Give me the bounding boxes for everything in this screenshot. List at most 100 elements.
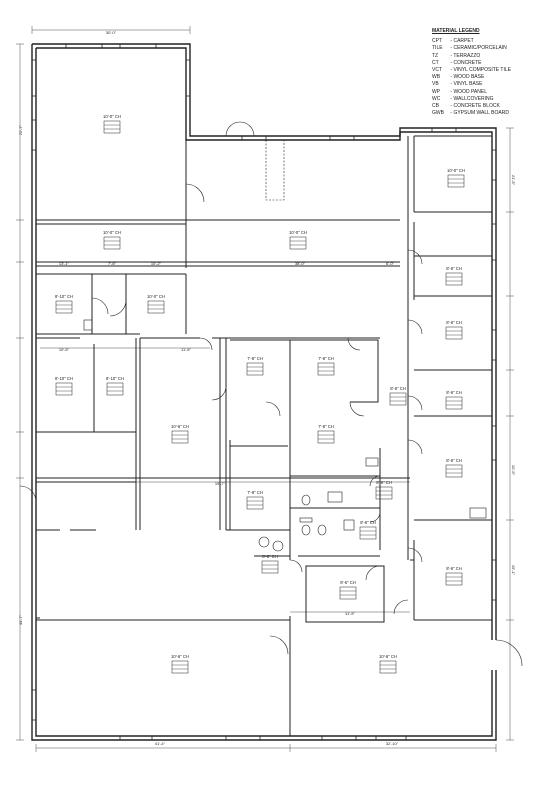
room-tag: 8'-10" CH <box>55 294 73 314</box>
legend-row: VCT - VINYL COMPOSITE TILE <box>432 67 536 74</box>
dim-label: 11'-9" <box>345 611 355 616</box>
dim-label: 38'-0" <box>295 261 306 266</box>
legend-separator: - <box>449 74 454 81</box>
finish-tag-box <box>106 382 124 396</box>
legend-desc: WOOD PANEL <box>453 88 487 95</box>
legend-separator: - <box>449 103 454 110</box>
legend-code: TILE <box>432 45 443 52</box>
legend-row: GWB - GYPSUM WALL BOARD <box>432 110 536 117</box>
finish-tag-box <box>389 392 407 406</box>
ceiling-height-label: 10'-0" CH <box>147 294 165 299</box>
legend-code: CT <box>432 59 439 66</box>
room-tag: 8'-6" CH <box>445 320 463 340</box>
dim-label: 30'-0" <box>106 30 117 35</box>
legend-separator: - <box>449 45 454 52</box>
room-tag: 7'-8" CH <box>317 356 335 376</box>
legend-row: WC - WALLCOVERING <box>432 96 536 103</box>
legend-row: WP - WOOD PANEL <box>432 89 536 96</box>
legend-title: MATERIAL LEGEND <box>432 28 480 34</box>
room-tag: 7'-8" CH <box>246 490 264 510</box>
ceiling-height-label: 7'-8" CH <box>247 490 263 495</box>
legend-separator: - <box>449 67 454 74</box>
finish-tag-box <box>289 236 307 250</box>
legend-row: VB - VINYL BASE <box>432 81 536 88</box>
dim-label: 10'-5" <box>511 465 516 476</box>
room-tag: 8'-6" CH <box>445 266 463 286</box>
finish-tag-box <box>359 526 377 540</box>
dim-label: 6'-0" <box>386 261 395 266</box>
room-tag: 7'-8" CH <box>317 424 335 444</box>
ceiling-height-label: 8'-6" CH <box>262 554 278 559</box>
finish-tag-box <box>246 496 264 510</box>
legend-desc: WALLCOVERING <box>453 95 494 102</box>
finish-tag-box <box>375 486 393 500</box>
finish-tag-box <box>339 586 357 600</box>
finish-tag-box <box>261 560 279 574</box>
windows <box>32 44 496 740</box>
legend-code: TZ <box>432 52 439 59</box>
legend-desc: WOOD BASE <box>453 74 485 81</box>
finish-tag-box <box>445 464 463 478</box>
room-tag: 10'-0" CH <box>103 230 121 250</box>
ceiling-height-label: 8'-6" CH <box>376 480 392 485</box>
legend-separator: - <box>449 110 454 117</box>
finish-tag-box <box>147 300 165 314</box>
legend-row: WB - WOOD BASE <box>432 74 536 81</box>
ceiling-height-label: 10'-6" CH <box>171 424 189 429</box>
finish-tag-box <box>445 572 463 586</box>
dim-label: 11'-5" <box>181 347 191 352</box>
finish-tag-box <box>55 382 73 396</box>
legend-desc: GYPSUM WALL BOARD <box>453 110 509 117</box>
ceiling-height-label: 8'-6" CH <box>446 320 462 325</box>
ceiling-height-label: 10'-0" CH <box>447 168 465 173</box>
legend-desc: TERRAZZO <box>453 52 481 59</box>
legend-separator: - <box>449 88 454 95</box>
legend-desc: CONCRETE <box>453 59 482 66</box>
legend-code: CPT <box>432 38 442 45</box>
room-tag: 7'-8" CH <box>246 356 264 376</box>
dim-label: 22'-7" <box>18 124 23 135</box>
ceiling-height-label: 8'-10" CH <box>55 376 73 381</box>
legend-code: WB <box>432 74 441 81</box>
dim-label: 44'-7" <box>18 614 23 625</box>
legend-desc: CERAMIC/PORCELAIN <box>453 45 507 52</box>
room-tag: 10'-6" CH <box>171 424 189 444</box>
legend-desc: CONCRETE BLOCK <box>453 103 500 110</box>
legend-desc: CARPET <box>453 38 474 45</box>
ceiling-height-label: 8'-6" CH <box>390 386 406 391</box>
ceiling-height-label: 8'-6" CH <box>340 580 356 585</box>
room-tag: 10'-0" CH <box>103 114 121 134</box>
exterior-walls <box>31 43 497 741</box>
ceiling-height-label: 10'-0" CH <box>103 114 121 119</box>
door-swings <box>19 121 523 667</box>
legend-code: GWB <box>432 110 444 117</box>
room-tag: 8'-10" CH <box>55 376 73 396</box>
room-tag: 8'-10" CH <box>106 376 124 396</box>
finish-tag-box <box>445 272 463 286</box>
legend-row: TILE - CERAMIC/PORCELAIN <box>432 45 536 52</box>
ceiling-height-label: 10'-6" CH <box>171 654 189 659</box>
finish-tag-box <box>171 660 189 674</box>
legend-separator: - <box>449 52 454 59</box>
dim-label: 41'-4" <box>155 741 166 746</box>
dimension-lines <box>16 26 514 752</box>
legend-separator: - <box>449 95 454 102</box>
legend-separator: - <box>449 59 454 66</box>
ceiling-height-label: 8'-10" CH <box>55 294 73 299</box>
room-tag: 10'-0" CH <box>447 168 465 188</box>
ceiling-height-label: 8'-6" CH <box>446 266 462 271</box>
finish-tag-box <box>445 326 463 340</box>
legend-row: CT - CONCRETE <box>432 60 536 67</box>
room-tag: 8'-6" CH <box>359 520 377 540</box>
finish-tag-box <box>317 362 335 376</box>
legend-separator: - <box>449 81 454 88</box>
ceiling-height-label: 10'-6" CH <box>379 654 397 659</box>
finish-tag-box <box>55 300 73 314</box>
finish-tag-box <box>246 362 264 376</box>
legend-row: CB - CONCRETE BLOCK <box>432 103 536 110</box>
legend-desc: VINYL COMPOSITE TILE <box>453 67 511 74</box>
room-tags: 10'-0" CH 10'-0" CH 10'-0" CH 10'-0" CH 8'-1… <box>55 114 465 674</box>
interior-walls <box>36 135 492 736</box>
ceiling-height-label: 10'-0" CH <box>103 230 121 235</box>
